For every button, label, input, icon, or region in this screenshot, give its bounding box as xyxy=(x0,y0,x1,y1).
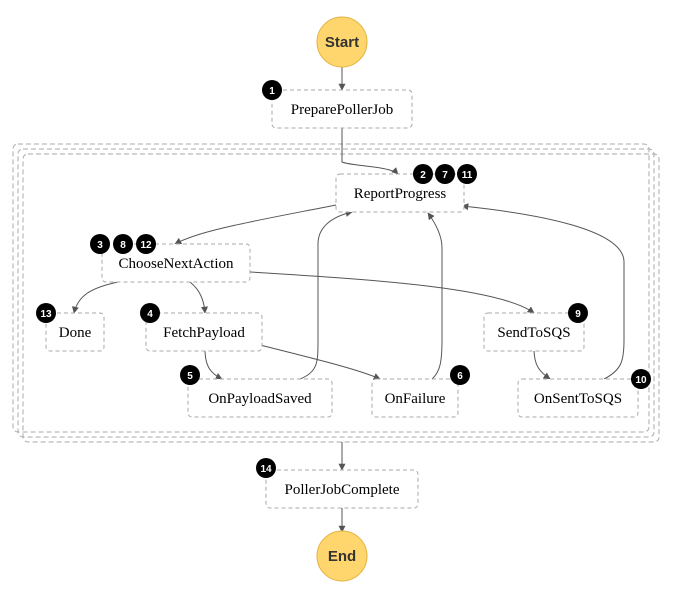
step-badge: 12 xyxy=(136,234,156,254)
edge-choose-fetch xyxy=(189,281,209,314)
step-badge: 4 xyxy=(140,303,160,323)
svg-text:9: 9 xyxy=(575,309,581,320)
svg-text:7: 7 xyxy=(442,170,448,181)
step-badge: 2 xyxy=(413,164,433,184)
step-badge: 6 xyxy=(450,365,470,385)
state-send-to-sqs[interactable]: SendToSQS 9 xyxy=(483,303,588,352)
step-badge: 8 xyxy=(113,234,133,254)
svg-text:6: 6 xyxy=(457,371,463,382)
state-report-progress[interactable]: ReportProgress 2 7 11 xyxy=(335,164,477,213)
step-badge: 1 xyxy=(262,80,282,100)
state-label: OnFailure xyxy=(385,391,446,407)
state-done[interactable]: Done 13 xyxy=(36,303,105,352)
svg-text:5: 5 xyxy=(187,371,193,382)
state-prepare-poller-job[interactable]: PreparePollerJob 1 xyxy=(262,80,413,129)
state-label: OnSentToSQS xyxy=(534,391,622,407)
edge-sent-report xyxy=(461,203,625,380)
state-poller-job-complete[interactable]: PollerJobComplete 14 xyxy=(256,458,419,509)
svg-text:10: 10 xyxy=(635,375,647,386)
svg-text:11: 11 xyxy=(462,170,473,181)
step-badge: 14 xyxy=(256,458,276,478)
state-label: ChooseNextAction xyxy=(119,256,234,272)
edge-choose-send xyxy=(249,271,535,314)
start-node[interactable]: Start xyxy=(316,16,368,68)
state-label: Done xyxy=(59,325,92,341)
step-badge: 10 xyxy=(631,369,651,389)
end-label: End xyxy=(328,548,356,565)
state-on-payload-saved[interactable]: OnPayloadSaved 5 xyxy=(180,365,333,418)
state-on-failure[interactable]: OnFailure 6 xyxy=(371,365,470,418)
state-fetch-payload[interactable]: FetchPayload 4 xyxy=(140,303,263,352)
state-label: ReportProgress xyxy=(354,186,447,202)
start-label: Start xyxy=(325,34,359,51)
map-container xyxy=(12,143,660,443)
step-badge: 11 xyxy=(457,164,477,184)
svg-text:13: 13 xyxy=(40,309,52,320)
state-label: SendToSQS xyxy=(497,325,570,341)
edge-report-choose xyxy=(174,204,337,245)
step-badge: 13 xyxy=(36,303,56,323)
svg-text:1: 1 xyxy=(269,86,275,97)
state-label: OnPayloadSaved xyxy=(208,391,312,407)
svg-text:4: 4 xyxy=(147,309,153,320)
svg-text:8: 8 xyxy=(120,240,126,251)
edge-saved-report xyxy=(299,210,353,380)
svg-text:12: 12 xyxy=(140,240,152,251)
state-label: PollerJobComplete xyxy=(285,482,400,498)
step-badge: 9 xyxy=(568,303,588,323)
edge-fetch-failure xyxy=(259,344,381,380)
state-label: PreparePollerJob xyxy=(291,102,393,118)
svg-text:2: 2 xyxy=(420,170,426,181)
state-label: FetchPayload xyxy=(163,325,245,341)
edge-prepare-report xyxy=(341,128,399,175)
svg-text:14: 14 xyxy=(260,464,272,475)
end-node[interactable]: End xyxy=(316,530,368,582)
svg-text:3: 3 xyxy=(97,240,103,251)
edge-choose-done xyxy=(72,281,119,314)
edges xyxy=(72,67,625,533)
step-badge: 5 xyxy=(180,365,200,385)
state-on-sent-to-sqs[interactable]: OnSentToSQS 10 xyxy=(517,369,651,418)
edge-failure-report xyxy=(427,212,443,380)
state-choose-next-action[interactable]: ChooseNextAction 3 8 12 xyxy=(90,234,251,283)
step-badge: 7 xyxy=(435,164,455,184)
edge-fetch-saved xyxy=(204,348,223,380)
step-badge: 3 xyxy=(90,234,110,254)
edge-send-sent xyxy=(533,348,551,380)
